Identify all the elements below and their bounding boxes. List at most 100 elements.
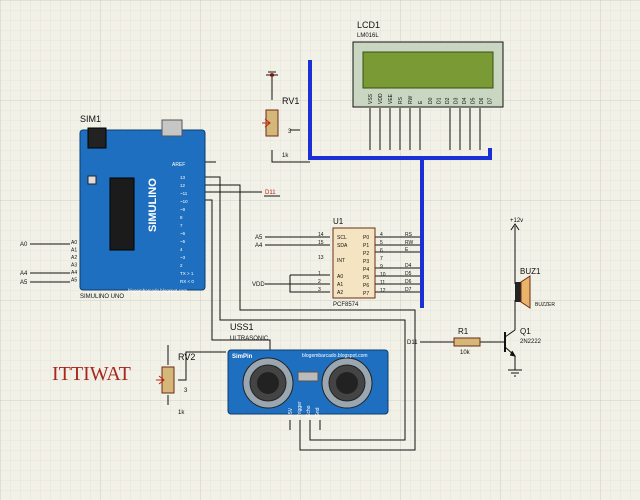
- buzzer-part: BUZZER: [535, 302, 555, 308]
- analog-pin-label: A0: [71, 240, 77, 246]
- lcd-pin-label: D5: [471, 97, 477, 104]
- analog-pin-label: A5: [71, 278, 77, 284]
- ultrasonic-sensor: USS1 ULTRASONIC SimPin blogembarcado.blo…: [227, 322, 389, 417]
- ic-pin-name: A2: [337, 290, 343, 296]
- lcd-pin-label: D7: [488, 97, 494, 104]
- emitter-arrow-icon: [509, 350, 517, 357]
- lcd-pin-label: D2: [445, 97, 451, 104]
- net-ic-a4: A4: [255, 243, 263, 249]
- rv2-pin: 3: [184, 388, 188, 394]
- digital-pin-label: ~3: [180, 255, 186, 260]
- lcd-pin-label: D6: [479, 97, 485, 104]
- digital-pin-label: 13: [180, 175, 186, 180]
- sonar-pin-label: Trigger: [297, 401, 303, 417]
- net-a0: A0: [20, 242, 28, 248]
- ic-pin-number: 7: [380, 256, 383, 262]
- sonar-pin-label: +5V: [288, 407, 294, 417]
- ic-pin-number: 10: [380, 272, 386, 278]
- ic-pin-number: 1: [318, 271, 321, 277]
- lcd-screen: [362, 51, 494, 89]
- ground-symbol-q1: [508, 369, 522, 377]
- digital-pin-label: 7: [180, 223, 183, 228]
- sonar-pin-label: Gnd: [315, 407, 321, 417]
- bus-net-label: RW: [405, 240, 414, 246]
- digital-pin-label: ~5: [180, 239, 186, 244]
- ic-pin-number: 3: [318, 287, 321, 293]
- potentiometer-rv2: RV2 3 1k: [156, 352, 195, 416]
- rv2-value: 1k: [178, 410, 185, 416]
- ic-pin-name: P6: [363, 283, 369, 289]
- ic-pin-name: P5: [363, 275, 369, 281]
- r1-ref: R1: [458, 327, 469, 336]
- rv1-pin: 3: [288, 129, 292, 135]
- lcd-pin-label: D3: [454, 97, 460, 104]
- lcd-part: LM016L: [357, 33, 379, 39]
- arduino-site: blogembarcado.blogspot.com: [128, 288, 187, 293]
- digital-pin-label: RX < 0: [180, 279, 194, 284]
- ground-symbol-rv1: [266, 71, 278, 76]
- digital-pin-label: 8: [180, 215, 183, 220]
- q1-part: 2N2222: [520, 339, 542, 345]
- ic-pin-name: P1: [363, 243, 369, 249]
- wires: [30, 75, 516, 451]
- net-a5: A5: [20, 280, 28, 286]
- net-ic-a5: A5: [255, 235, 263, 241]
- arduino-body: [79, 129, 206, 291]
- arduino-brand: SIMULINO: [147, 178, 159, 232]
- power-jack: [87, 127, 107, 149]
- ic-pin-number: 14: [318, 232, 324, 238]
- sonar-brand: SimPin: [232, 354, 253, 360]
- digital-pin-label: TX > 1: [180, 271, 194, 276]
- ic-pin-number: 12: [380, 288, 386, 294]
- bus-net-label: D5: [405, 271, 412, 277]
- sonar-pin-label: Echo: [306, 405, 312, 417]
- digital-pin-label: ~10: [180, 199, 188, 204]
- ic-pin-name: A1: [337, 282, 343, 288]
- bus-net-label: D4: [405, 263, 412, 269]
- net-d11-ard: D11: [265, 190, 276, 196]
- ic-part: PCF8574: [333, 302, 359, 308]
- ic-pin-number: 4: [380, 232, 383, 238]
- pot-wiper-icon: [156, 375, 165, 385]
- data-bus: [308, 60, 492, 308]
- lcd-pin-label: E: [418, 100, 424, 104]
- lcd-pin-label: RW: [408, 95, 414, 104]
- ic-pin-name: P2: [363, 251, 369, 257]
- mcu-chip: [109, 177, 135, 251]
- buzzer-horn: [520, 275, 531, 309]
- pot-wiper-icon: [262, 118, 271, 128]
- r1-value: 10k: [460, 350, 471, 356]
- lcd-pin-label: VSS: [368, 93, 374, 104]
- ic-pin-name: P7: [363, 291, 369, 297]
- digital-pin-label: 2: [180, 263, 183, 268]
- lcd-pin-label: VDD: [378, 93, 384, 104]
- rv1-value: 1k: [282, 153, 289, 159]
- resistor-r1: R1 10k: [453, 327, 481, 356]
- lcd-pin-label: RS: [398, 96, 404, 104]
- ic-pin-number: 6: [380, 248, 383, 254]
- ic-body: [332, 227, 376, 299]
- supply-arrow-icon: [510, 223, 520, 231]
- analog-pin-label: A4: [71, 270, 77, 276]
- buzzer-supply: +12v: [510, 218, 523, 224]
- sonar-part: ULTRASONIC: [230, 336, 269, 342]
- ic-pin-name: P0: [363, 235, 369, 241]
- usb-connector: [161, 119, 183, 137]
- arduino-aref: AREF: [172, 162, 185, 168]
- lcd-pin-label: D4: [462, 97, 468, 104]
- digital-pin-label: 4: [180, 247, 183, 252]
- sonar-site: blogembarcado.blogspot.com: [302, 353, 368, 359]
- ic-pin-name: P4: [363, 267, 369, 273]
- ic-pin-number: 9: [380, 264, 383, 270]
- buzzer-ref: BUZ1: [520, 267, 541, 276]
- analog-pin-label: A2: [71, 255, 77, 261]
- buzzer-body: [515, 282, 521, 302]
